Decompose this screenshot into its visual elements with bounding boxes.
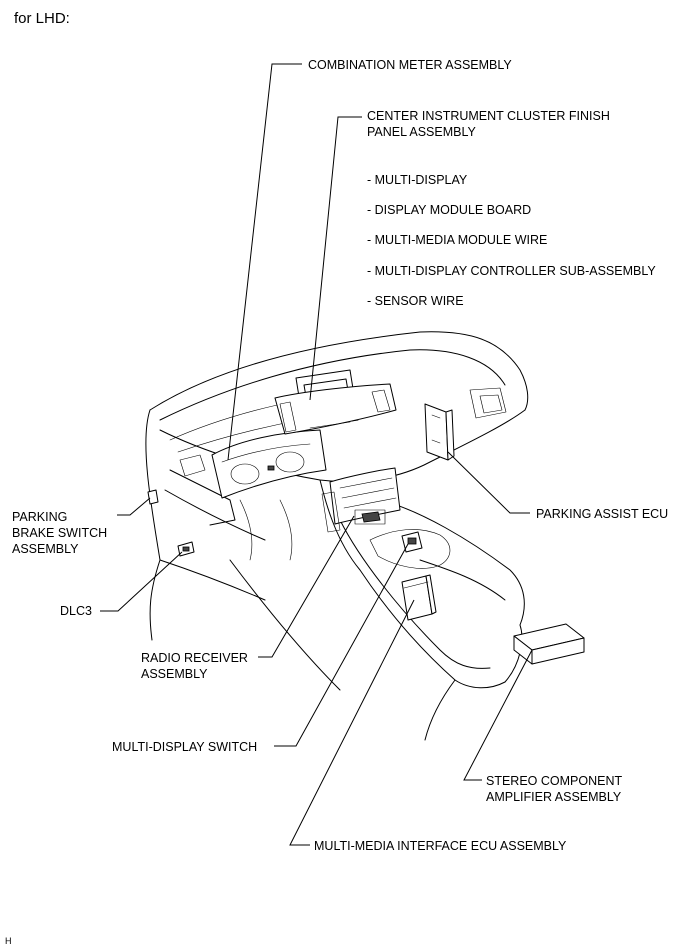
leader-lines [100, 63, 533, 846]
parking-brake-label-line2: BRAKE SWITCH [12, 526, 108, 540]
combination-meter-label: COMBINATION METER ASSEMBLY [308, 58, 512, 72]
multi-display-switch-label: MULTI-DISPLAY SWITCH [112, 740, 258, 754]
sub-item-display-module-board: - DISPLAY MODULE BOARD [367, 203, 532, 217]
sub-item-sensor-wire: - SENSOR WIRE [367, 294, 464, 308]
parking-brake-switch-part [147, 489, 159, 505]
dlc3-label: DLC3 [60, 604, 92, 618]
stereo-amplifier-label-line2: AMPLIFIER ASSEMBLY [486, 790, 622, 804]
radio-receiver-label-line1: RADIO RECEIVER [141, 651, 248, 665]
center-cluster-label-line1: CENTER INSTRUMENT CLUSTER FINISH [367, 109, 610, 123]
combination-meter-part [211, 429, 327, 499]
footer-code: H [5, 936, 12, 946]
radio-receiver-part [321, 467, 401, 533]
multimedia-ecu-label: MULTI-MEDIA INTERFACE ECU ASSEMBLY [314, 839, 567, 853]
stereo-amplifier-label-line1: STEREO COMPONENT [486, 774, 623, 788]
center-cluster-label-line2: PANEL ASSEMBLY [367, 125, 476, 139]
center-cluster-part [274, 369, 397, 435]
sub-item-multi-media-module-wire: - MULTI-MEDIA MODULE WIRE [367, 233, 548, 247]
parking-assist-ecu-part [424, 403, 455, 461]
stereo-amplifier-part [513, 623, 585, 665]
sub-item-multi-display: - MULTI-DISPLAY [367, 173, 468, 187]
parking-assist-ecu-label: PARKING ASSIST ECU [536, 507, 669, 521]
parking-brake-label-line1: PARKING [12, 510, 68, 524]
sub-item-multi-display-controller: - MULTI-DISPLAY CONTROLLER SUB-ASSEMBLY [367, 264, 656, 278]
multi-display-switch-part [401, 531, 423, 553]
radio-receiver-label-line2: ASSEMBLY [141, 667, 208, 681]
diagram-heading: for LHD: [14, 10, 70, 27]
parking-brake-label-line3: ASSEMBLY [12, 542, 79, 556]
